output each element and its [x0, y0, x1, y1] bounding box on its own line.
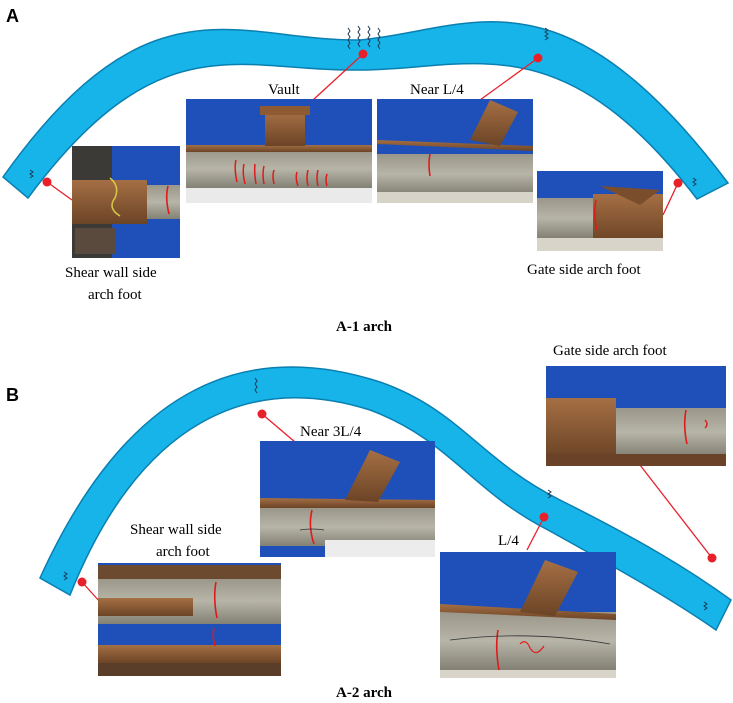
arch-b-beam [39, 366, 732, 632]
label-b-gate-side: Gate side arch foot [553, 343, 668, 359]
red-dot-icon [673, 178, 683, 188]
panel-b-letter: B [6, 385, 19, 405]
photo-b-shear-wall-foot [98, 563, 281, 676]
caption-a: A-1 arch [336, 319, 393, 335]
arch-a-leader-lines [46, 53, 679, 216]
red-dot-icon [707, 553, 717, 563]
photo-a-shear-wall-foot [72, 146, 180, 258]
red-dot-icon [358, 49, 368, 59]
red-dot-icon [77, 577, 87, 587]
photo-a-vault [186, 99, 372, 203]
photo-b-gate-foot [546, 366, 726, 466]
red-dot-icon [533, 53, 543, 63]
photo-a-gate-foot [537, 171, 663, 251]
label-b-near-3l4: Near 3L/4 [300, 424, 362, 440]
photo-b-near-3l4 [260, 441, 435, 557]
panel-a-letter: A [6, 6, 19, 26]
arch-b-markers [77, 409, 717, 587]
red-dot-icon [257, 409, 267, 419]
label-b-l4: L/4 [498, 533, 519, 549]
label-a-vault: Vault [268, 82, 300, 98]
label-b-shear-wall-line2: arch foot [156, 544, 211, 560]
arch-b-crack-marks [63, 377, 708, 611]
label-a-shear-wall-line1: Shear wall side [65, 265, 157, 281]
arch-a-markers [42, 49, 683, 188]
arch-a-beam [1, 21, 730, 200]
label-a-gate-side: Gate side arch foot [527, 262, 642, 278]
red-dot-icon [42, 177, 52, 187]
red-dot-icon [539, 512, 549, 522]
photo-b-l4 [440, 552, 616, 678]
arch-a-crack-marks [29, 25, 697, 187]
photo-a-near-l4 [377, 99, 533, 203]
label-a-near-l4: Near L/4 [410, 82, 464, 98]
caption-b: A-2 arch [336, 685, 393, 701]
label-a-shear-wall-line2: arch foot [88, 287, 143, 303]
label-b-shear-wall-line1: Shear wall side [130, 522, 222, 538]
